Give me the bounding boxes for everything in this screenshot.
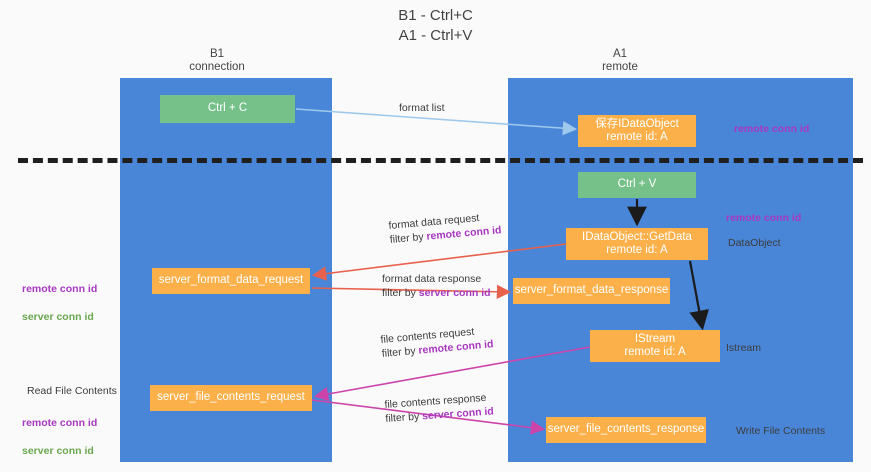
page-title: B1 - Ctrl+C A1 - Ctrl+V xyxy=(398,7,473,44)
edge-label-format-data-request: format data request filter by remote con… xyxy=(388,209,502,247)
annotation-read-file-contents: Read File Contents xyxy=(27,385,117,397)
annotation-conn-ids-upper: remote conn id server conn id xyxy=(22,268,97,338)
node-save-idataobject[interactable]: 保存IDataObject remote id: A xyxy=(578,115,696,147)
filter-prefix: filter by xyxy=(385,410,423,425)
node-istream[interactable]: IStream remote id: A xyxy=(590,330,720,362)
edge-label-file-contents-request: file contents request filter by remote c… xyxy=(380,323,494,361)
filter-prefix: filter by xyxy=(382,287,419,299)
node-server-file-contents-request[interactable]: server_file_contents_request xyxy=(150,385,312,411)
column-header-a1: A1 remote xyxy=(602,48,638,73)
annotation-remote-conn-id: remote conn id xyxy=(22,417,98,429)
edge-label-file-contents-response: file contents response filter by server … xyxy=(384,390,494,426)
filter-prefix: filter by xyxy=(381,344,419,360)
filter-key-server-conn-id: server conn id xyxy=(418,287,491,299)
edge-label-filter: filter by server conn id xyxy=(382,286,491,300)
column-header-b1: B1 connection xyxy=(189,48,245,73)
annotation-remote-conn-id-top: remote conn id xyxy=(734,123,810,135)
edge-label-line1: format data response xyxy=(382,273,482,285)
node-idataobject-getdata[interactable]: IDataObject::GetData remote id: A xyxy=(566,228,708,260)
annotation-dataobject: DataObject xyxy=(728,237,781,249)
filter-key-server-conn-id: server conn id xyxy=(421,405,495,423)
annotation-server-conn-id: server conn id xyxy=(22,311,94,323)
node-server-format-data-request[interactable]: server_format_data_request xyxy=(152,268,310,294)
annotation-server-conn-id: server conn id xyxy=(22,445,94,457)
annotation-conn-ids-lower: remote conn id server conn id xyxy=(22,402,97,472)
edge-label-format-data-response: format data response filter by server co… xyxy=(382,272,491,300)
node-server-format-data-response[interactable]: server_format_data_response xyxy=(513,278,670,304)
filter-prefix: filter by xyxy=(389,230,427,246)
annotation-remote-conn-id: remote conn id xyxy=(22,283,98,295)
section-divider xyxy=(18,158,863,163)
node-ctrl-c[interactable]: Ctrl + C xyxy=(160,95,295,123)
annotation-remote-conn-id-mid: remote conn id xyxy=(726,212,802,224)
edge-label-format-list: format list xyxy=(399,102,445,114)
annotation-write-file-contents: Write File Contents xyxy=(736,425,826,437)
annotation-istream: Istream xyxy=(726,342,762,354)
node-server-file-contents-response[interactable]: server_file_contents_response xyxy=(546,417,706,443)
node-ctrl-v[interactable]: Ctrl + V xyxy=(578,172,696,198)
